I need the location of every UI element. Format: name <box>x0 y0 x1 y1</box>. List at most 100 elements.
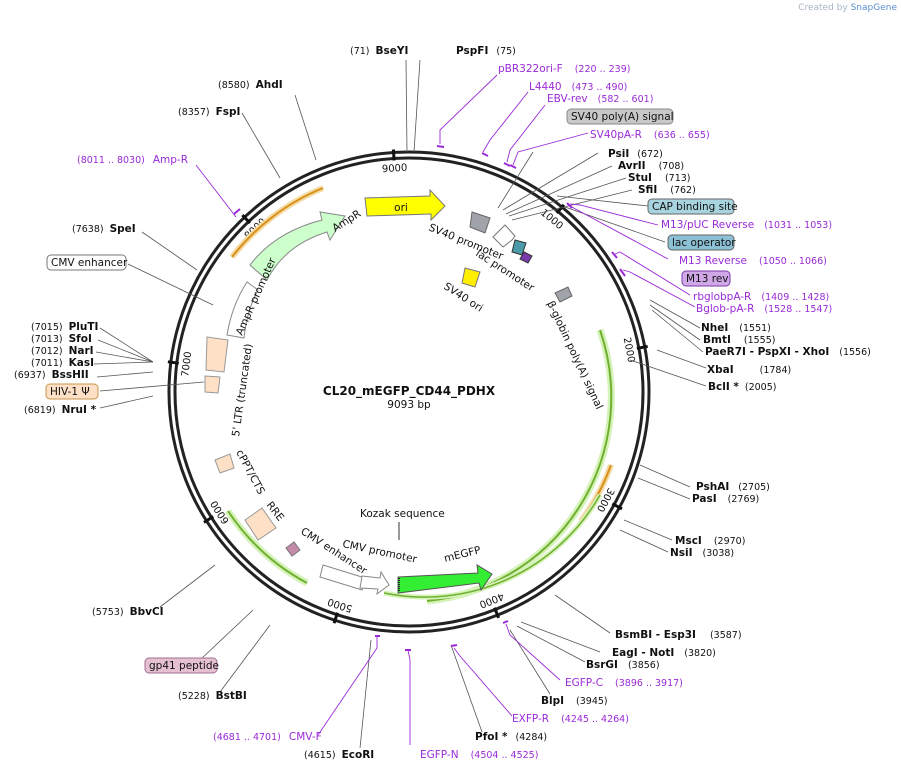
primer-name-rbglobpa: rbglobpA-R <box>693 291 751 303</box>
primer-pos-egfp-c: (3896 .. 3917) <box>615 678 683 689</box>
svg-text:(6937)BssHII: (6937)BssHII <box>14 369 89 381</box>
site-name-nhei: NheI <box>701 322 728 334</box>
site-name-pfoi: PfoI * <box>475 731 508 743</box>
site-name-bbvci: BbvCI <box>130 606 164 618</box>
sv40-ori-box <box>461 267 481 288</box>
site-pos-pfoi: (4284) <box>516 732 548 743</box>
gp41-label-box <box>144 657 218 674</box>
svg-text:(8580)AhdI: (8580)AhdI <box>218 79 283 91</box>
svg-text:PaeR7I - PspXI - XhoI(1556): PaeR7I - PspXI - XhoI(1556) <box>705 346 871 358</box>
leader-lines <box>93 59 707 749</box>
svg-text:(8357)FspI: (8357)FspI <box>178 106 240 118</box>
svg-text:BsrGI(3856): BsrGI(3856) <box>586 659 660 671</box>
cap-label: CAP binding site <box>652 201 738 213</box>
primer-name-exfp-r: EXFP-R <box>512 713 549 725</box>
svg-text:(7013)SfoI: (7013)SfoI <box>31 333 92 345</box>
ruler-label: 9000 <box>382 163 408 176</box>
site-name-bsshii: BssHII <box>52 369 89 381</box>
backbone-inner <box>173 156 645 628</box>
site-pos-ahdi: (8580) <box>218 80 250 91</box>
primer-pos-ebv-rev: (582 .. 601) <box>598 94 654 105</box>
svg-text:(6819)NruI *: (6819)NruI * <box>24 404 97 416</box>
svg-text:(7011)KasI: (7011)KasI <box>31 357 94 369</box>
bglobin-label: β-globin poly(A) signal <box>544 299 605 411</box>
cppt-box <box>214 453 235 474</box>
svg-text:NsiI(3038): NsiI (3038) <box>670 547 734 559</box>
ruler-tick <box>203 515 215 524</box>
site-name-pspfi: PspFI <box>456 45 488 57</box>
primer-pos-amp-r: (8011 .. 8030) <box>77 155 145 166</box>
cmv-promoter-arrow <box>359 570 390 596</box>
gp41-label: gp41 peptide <box>149 660 219 672</box>
site-pos-nari: (7012) <box>31 346 63 357</box>
site-name-psii: PsiI <box>608 148 629 160</box>
ruler-tick <box>167 360 179 365</box>
svg-text:rbglobpA-R(1409 .. 1428): rbglobpA-R(1409 .. 1428) <box>693 291 829 303</box>
primer-name-amp-r: Amp-R <box>153 154 188 166</box>
site-pos-avrii: (708) <box>659 161 685 172</box>
hiv-box <box>204 375 221 394</box>
ruler-label: 7000 <box>180 351 194 378</box>
site-pos-bmti: (1555) <box>744 335 776 346</box>
sv40-polya-box <box>566 108 674 125</box>
svg-text:PsiI(672): PsiI(672) <box>608 148 663 160</box>
svg-text:PfoI *(4284): PfoI * (4284) <box>475 731 547 743</box>
svg-text:BclI *(2005): BclI *(2005) <box>708 381 776 393</box>
svg-text:BmtI(1555): BmtI(1555) <box>703 334 775 346</box>
site-name-pluti: PluTI <box>69 321 99 333</box>
ampr-label: AmpR <box>330 208 363 235</box>
primer-name-egfp-c: EGFP-C <box>565 677 603 689</box>
svg-text:(7012)NarI: (7012) NarI <box>31 345 94 357</box>
site-name-spei: SpeI <box>110 223 136 235</box>
primer-pos-m13-reverse: (1050 .. 1066) <box>759 256 827 267</box>
ltr-box <box>205 336 229 373</box>
site-name-nrui: NruI * <box>62 404 97 416</box>
svg-text:(71)BseYI: (71)BseYI <box>350 45 408 57</box>
primer-name-pbr322ori: pBR322ori-F <box>498 63 563 75</box>
bglobin-box <box>554 286 573 303</box>
cap-box <box>647 198 735 215</box>
cmv-enhancer-box <box>46 254 127 271</box>
sv40-ori-label: SV40 ori <box>441 280 485 314</box>
site-name-bseyi: BseYI <box>376 45 409 57</box>
primer-pos-sv40pa-r: (636 .. 655) <box>654 130 710 141</box>
megfp-label: mEGFP <box>443 544 482 565</box>
svg-text:M13/pUC Reverse(1031 .. 1053): M13/pUC Reverse(1031 .. 1053) <box>661 219 832 231</box>
site-name-sfii: SfiI <box>638 184 657 196</box>
site-pos-pspfi: (75) <box>496 46 516 57</box>
svg-text:pBR322ori-F(220 .. 239): pBR322ori-F(220 .. 239) <box>498 63 630 75</box>
ori-arrow <box>364 188 446 222</box>
ltr-arc <box>227 510 308 584</box>
primer-pos-l4440: (473 .. 490) <box>572 82 628 93</box>
site-pos-xbai: (1784) <box>760 365 792 376</box>
svg-text:EagI - NotI(3820): EagI - NotI(3820) <box>612 647 716 659</box>
svg-text:(4615)EcoRI: (4615)EcoRI <box>304 749 374 761</box>
site-pos-nsii: (3038) <box>703 548 735 559</box>
site-name-noti: EagI - NotI <box>612 647 674 659</box>
site-name-bsrgi: BsrGI <box>586 659 618 671</box>
cmv-enhancer-box-label: CMV enhancer <box>51 257 128 269</box>
primer-pos-exfp-r: (4245 .. 4264) <box>561 714 629 725</box>
svg-text:(7015)PluTI: (7015)PluTI <box>31 321 98 333</box>
svg-text:PshAI(2705): PshAI(2705) <box>696 481 770 493</box>
svg-text:Bglob-pA-R(1528 .. 1547): Bglob-pA-R(1528 .. 1547) <box>696 303 832 315</box>
ruler-tick <box>241 214 252 225</box>
primer-pos-cmv-f: (4681 .. 4701) <box>213 732 281 743</box>
site-name-msci: MscI <box>675 535 702 547</box>
primer-name-m13puc: M13/pUC Reverse <box>661 219 754 231</box>
site-pos-ecori: (4615) <box>304 750 336 761</box>
svg-text:PasI(2769): PasI(2769) <box>692 493 759 505</box>
site-pos-sfii: (762) <box>670 185 696 196</box>
svg-text:EGFP-C(3896 .. 3917): EGFP-C (3896 .. 3917) <box>565 677 683 689</box>
site-pos-nhei: (1551) <box>739 323 771 334</box>
site-name-nsii: NsiI <box>670 547 693 559</box>
svg-text:L4440(473 .. 490): L4440(473 .. 490) <box>529 81 627 93</box>
svg-text:EXFP-R(4245 .. 4264): EXFP-R (4245 .. 4264) <box>512 713 629 725</box>
megfp-arrow <box>397 564 493 594</box>
site-name-fspi: FspI <box>216 106 241 118</box>
primer-pos-bglobpa: (1528 .. 1547) <box>764 304 832 315</box>
site-name-bstbi: BstBI <box>216 690 247 702</box>
gp41-box <box>285 541 301 557</box>
site-name-nari: NarI <box>69 345 94 357</box>
